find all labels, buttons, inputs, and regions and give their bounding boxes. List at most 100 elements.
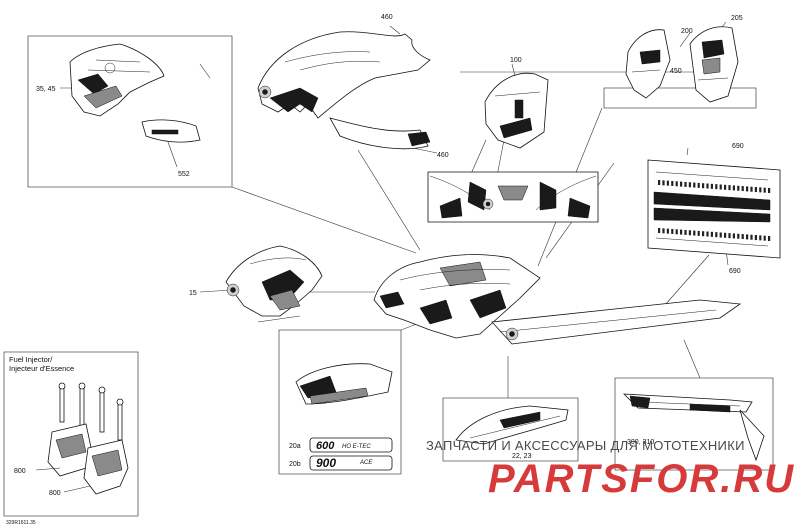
- side-panel-left: [225, 245, 323, 323]
- tunnel-rivet: [680, 181, 683, 187]
- tunnel-rivet: [759, 235, 762, 241]
- tunnel-rivet: [746, 234, 749, 240]
- tunnel-rivet: [684, 181, 687, 187]
- decal-900-text: 900: [316, 456, 336, 470]
- side-decals-detail: [625, 26, 739, 103]
- tunnel-rivet-row-top: [658, 180, 771, 193]
- tunnel-rivet: [666, 180, 669, 186]
- tunnel-rivet: [741, 186, 744, 192]
- tunnel-rivet: [688, 230, 691, 236]
- tunnel-rivet: [706, 231, 709, 237]
- tunnel-rivet: [724, 232, 727, 238]
- callout-552: 552: [178, 171, 190, 178]
- tunnel-rivet: [732, 185, 735, 191]
- tunnel-rivet: [710, 231, 713, 237]
- callout-460-bottom: 460: [437, 152, 449, 159]
- front-nose-panel: [257, 31, 431, 150]
- callout-300-310: 300, 310: [627, 439, 654, 446]
- tunnel-rivet: [662, 180, 665, 186]
- tunnel-rivet: [750, 186, 753, 192]
- inset-model-decals-frame: [278, 329, 402, 475]
- decal-900-suffix: ACE: [359, 460, 373, 466]
- tunnel-rivet: [715, 232, 718, 238]
- tunnel-rivet: [741, 234, 744, 240]
- tunnel-rivet: [719, 232, 722, 238]
- snowmobile-body: [373, 254, 742, 345]
- fuel-injectors: [35, 382, 129, 495]
- callout-460-top: 460: [381, 14, 393, 21]
- side-pod-detail: [484, 72, 549, 149]
- tunnel-rivet: [693, 182, 696, 188]
- tunnel-rivet: [671, 180, 674, 186]
- tunnel-rivet: [754, 187, 757, 193]
- tunnel-rivet: [768, 188, 771, 193]
- tunnel-rivet: [662, 228, 665, 234]
- tunnel-rivet: [658, 180, 661, 185]
- tunnel-rivet: [763, 235, 766, 241]
- callout-690-top: 690: [732, 143, 744, 150]
- fuel-injector-title-fr: Injecteur d'Essence: [9, 364, 74, 373]
- callout-200: 200: [681, 28, 693, 35]
- callout-205: 205: [731, 15, 743, 22]
- watermark-tagline: ЗАПЧАСТИ И АКСЕССУАРЫ ДЛЯ МОТОТЕХНИКИ: [426, 438, 745, 453]
- tunnel-rivet: [702, 183, 705, 189]
- callout-100: 100: [510, 57, 522, 64]
- decal-600-suffix: HO E-TEC: [342, 444, 371, 450]
- callout-690-bottom: 690: [729, 268, 741, 275]
- model-decal-inset: [295, 363, 393, 471]
- tunnel-rivet: [728, 233, 731, 239]
- tunnel-rivet: [768, 236, 771, 241]
- front-cap-inset: [455, 405, 569, 445]
- callout-800-bottom: 800: [49, 490, 61, 497]
- tunnel-rivet: [759, 187, 762, 193]
- inset-fuel-injector-frame: [3, 351, 139, 517]
- tunnel-rivet: [693, 230, 696, 236]
- callout-450: 450: [670, 68, 682, 75]
- tunnel-rivet: [658, 228, 661, 233]
- tunnel-rivet: [671, 228, 674, 234]
- tunnel-rivet: [719, 184, 722, 190]
- inset-side-decals-frame: [603, 87, 757, 109]
- decal-600-text: 600: [316, 440, 335, 452]
- tunnel-rivet: [697, 182, 700, 188]
- leader-lines: [60, 21, 729, 398]
- tunnel-rivet: [728, 185, 731, 191]
- tunnel-rivet: [680, 229, 683, 235]
- inset-rear-flap-frame: [614, 377, 774, 471]
- tunnel-rivet: [688, 182, 691, 188]
- tunnel-rivet: [724, 184, 727, 190]
- tunnel-rivet: [675, 229, 678, 235]
- tunnel-rivet: [763, 187, 766, 193]
- tunnel-rivet-row-bottom: [658, 228, 771, 241]
- tunnel-rivet: [746, 186, 749, 192]
- callout-20a: 20a: [289, 443, 301, 450]
- decal-900-plate: [309, 455, 393, 471]
- inset-front-cap-frame: [442, 397, 579, 462]
- fuel-injector-title-en: Fuel Injector/: [9, 355, 53, 364]
- tunnel-decal-strip: [647, 159, 781, 259]
- drawing-code: 329R1611.35: [6, 520, 36, 526]
- rear-flap-inset: [622, 393, 765, 462]
- tunnel-rivet: [710, 183, 713, 189]
- watermark-brand: PARTSFOR.RU: [488, 457, 795, 501]
- callout-800-top: 800: [14, 468, 26, 475]
- tunnel-rivet: [675, 181, 678, 187]
- side-panel-inset: [69, 43, 201, 143]
- hood-front-view: [427, 171, 599, 223]
- tunnel-rivet: [754, 235, 757, 241]
- tunnel-rivet: [702, 231, 705, 237]
- tunnel-rivet: [706, 183, 709, 189]
- callout-20b: 20b: [289, 461, 301, 468]
- decal-600-plate: [309, 437, 393, 453]
- tunnel-rivet: [697, 230, 700, 236]
- tunnel-rivet: [750, 234, 753, 240]
- callout-15: 15: [189, 290, 197, 297]
- tunnel-rivet: [715, 184, 718, 190]
- tunnel-rivet: [684, 229, 687, 235]
- callout-35-45: 35, 45: [36, 86, 56, 93]
- tunnel-rivet: [737, 233, 740, 239]
- callout-22-23: 22, 23: [512, 453, 532, 460]
- tunnel-rivet: [732, 233, 735, 239]
- tunnel-rivet: [666, 228, 669, 234]
